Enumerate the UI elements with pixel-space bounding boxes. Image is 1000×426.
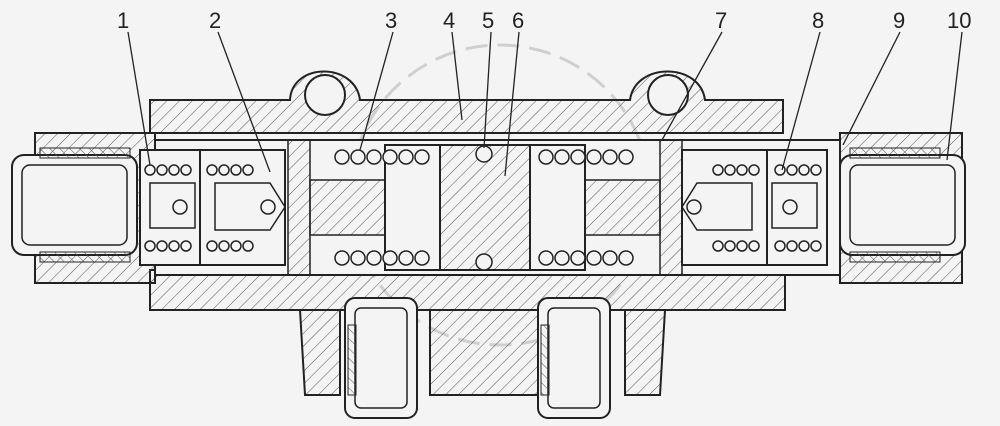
leader-lines [127, 31, 963, 177]
bottom-ports [344, 297, 611, 419]
callout-10: 10 [947, 8, 971, 33]
callout-labels: 1 2 3 4 5 6 7 8 9 10 [117, 8, 971, 33]
callout-2: 2 [209, 8, 221, 33]
central-piston [384, 144, 586, 271]
left-end-housing [11, 132, 156, 284]
callout-8: 8 [812, 8, 824, 33]
springs [144, 149, 822, 266]
callout-3: 3 [385, 8, 397, 33]
callout-5: 5 [482, 8, 494, 33]
callout-9: 9 [893, 8, 905, 33]
callout-6: 6 [512, 8, 524, 33]
callout-1: 1 [117, 8, 129, 33]
valve-body [149, 70, 786, 396]
callout-4: 4 [443, 8, 455, 33]
callout-7: 7 [715, 8, 727, 33]
right-end-housing [839, 132, 966, 284]
